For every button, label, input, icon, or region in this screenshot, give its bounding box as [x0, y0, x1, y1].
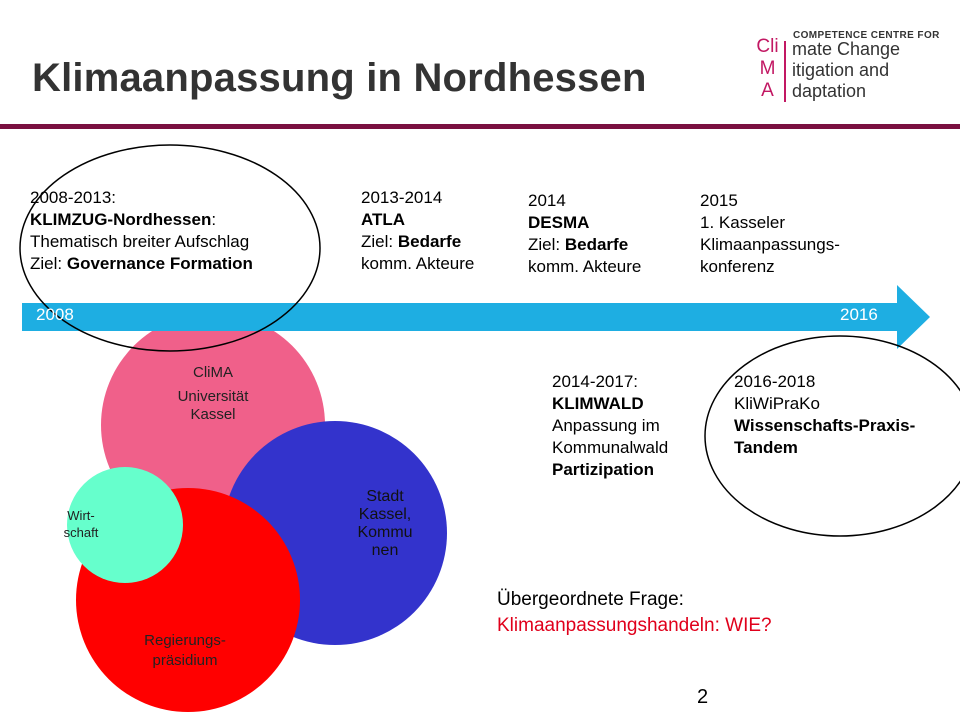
clima-logo: Cli M A	[752, 36, 783, 106]
item-description: komm. Akteure	[361, 254, 475, 273]
venn-label-rp: Regierungs- präsidium	[115, 631, 255, 671]
venn-label-stadt: Stadt Kassel, Kommu nen	[340, 488, 430, 560]
item-goal-prefix: Ziel:	[30, 254, 67, 273]
logo-divider	[784, 41, 786, 102]
timeline-item-klimzug: 2008-2013: KLIMZUG-Nordhessen: Thematisc…	[30, 187, 253, 275]
item-years: 2013-2014	[361, 188, 443, 207]
venn-stadt-line-2: Kassel,	[358, 506, 412, 523]
venn-wirt-line-1: Wirt-	[67, 508, 95, 523]
item-project-name: KLIMZUG-Nordhessen	[30, 210, 212, 229]
item-project-name: KLIMWALD	[552, 394, 644, 413]
item-years: 2014	[528, 191, 566, 210]
item-title-line-1: 1. Kasseler	[700, 213, 786, 232]
item-goal-prefix: Ziel:	[361, 232, 398, 251]
item-project-suffix: :	[211, 210, 217, 229]
item-project: KLIMZUG-Nordhessen:	[30, 209, 253, 231]
venn-wirt-line-2: schaft	[63, 525, 99, 540]
timeline-item-konferenz: 2015 1. Kasseler Klimaanpassungs- konfer…	[700, 190, 840, 278]
venn-rp-line-1: Regierungs-	[144, 632, 226, 649]
page-title: Klimaanpassung in Nordhessen	[32, 56, 647, 100]
item-goal-line-2: Tandem	[734, 438, 798, 457]
item-years: 2008-2013:	[30, 188, 117, 207]
venn-clima-university: Universität	[177, 388, 249, 405]
highlight-ellipse-klimzug	[19, 144, 321, 352]
title-rule	[0, 124, 960, 129]
item-years: 2014-2017:	[552, 372, 639, 391]
item-description: komm. Akteure	[528, 257, 642, 276]
logo-line-2: itigation and	[792, 60, 890, 80]
timeline-item-atla: 2013-2014 ATLA Ziel: Bedarfe komm. Akteu…	[361, 187, 474, 275]
venn-stadt-line-4: nen	[371, 542, 399, 559]
timeline-item-klimwald: 2014-2017: KLIMWALD Anpassung im Kommuna…	[552, 371, 668, 481]
item-description: Thematisch breiter Aufschlag	[30, 232, 250, 251]
venn-stadt-line-1: Stadt	[366, 488, 404, 505]
venn-clima-name: CliMA	[193, 364, 233, 381]
logo-letter-3: A	[761, 80, 774, 101]
item-goal: Ziel: Bedarfe	[528, 234, 641, 256]
guiding-question: Übergeordnete Frage: Klimaanpassungshand…	[497, 587, 772, 639]
item-goal-value: Partizipation	[552, 460, 655, 479]
logo-line-3: daptation	[792, 81, 867, 101]
venn-label-wirt: Wirt- schaft	[52, 507, 110, 541]
logo-letter-1: Cli	[756, 36, 779, 57]
timeline-end-label: 2016	[840, 305, 878, 324]
item-years: 2016-2018	[734, 372, 816, 391]
logo-line-1: mate Change	[792, 39, 901, 59]
item-description-line-2: Kommunalwald	[552, 438, 669, 457]
timeline-item-desma: 2014 DESMA Ziel: Bedarfe komm. Akteure	[528, 190, 641, 278]
item-goal-value: Bedarfe	[564, 235, 629, 254]
page-number: 2	[697, 686, 709, 708]
venn-clima-city: Kassel	[190, 406, 236, 423]
item-goal-value: Bedarfe	[397, 232, 462, 251]
logo-letter-2: M	[759, 58, 776, 79]
item-goal: Ziel: Bedarfe	[361, 231, 474, 253]
question-text: Klimaanpassungshandeln: WIE?	[497, 615, 772, 636]
item-description-line-1: Anpassung im	[552, 416, 660, 435]
item-title-line-3: konferenz	[700, 257, 775, 276]
item-goal-value: Governance Formation	[66, 254, 253, 273]
item-goal-line-1: Wissenschafts-Praxis-	[734, 416, 916, 435]
logo-header: COMPETENCE CENTRE FOR	[793, 30, 940, 41]
venn-rp-line-2: präsidium	[152, 652, 218, 669]
timeline-arrow	[22, 285, 930, 349]
timeline-item-kliwiprako: 2016-2018 KliWiPraKo Wissenschafts-Praxi…	[734, 371, 915, 459]
timeline-start-label: 2008	[36, 305, 74, 324]
item-project-name: ATLA	[361, 210, 406, 229]
question-label: Übergeordnete Frage:	[497, 589, 684, 610]
item-goal-prefix: Ziel:	[528, 235, 565, 254]
item-goal: Ziel: Governance Formation	[30, 253, 253, 275]
venn-label-clima: CliMA Universität Kassel	[153, 364, 273, 424]
item-project-name: DESMA	[528, 213, 590, 232]
item-title-line-2: Klimaanpassungs-	[700, 235, 840, 254]
item-years: 2015	[700, 191, 738, 210]
venn-stadt-line-3: Kommu	[357, 524, 413, 541]
item-project-name: KliWiPraKo	[734, 394, 820, 413]
logo-text: mate Change itigation and daptation	[792, 39, 900, 102]
venn-circle-wirt	[67, 467, 183, 583]
highlight-ellipse-kliwiprako	[704, 335, 960, 537]
